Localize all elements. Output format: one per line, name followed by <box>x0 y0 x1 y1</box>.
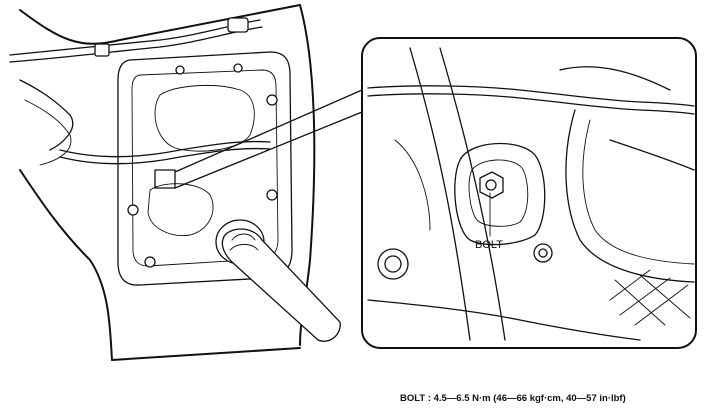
nut-icon <box>533 243 553 263</box>
clip-fastener-icon <box>377 248 409 280</box>
bolt-location-marker <box>154 169 176 189</box>
hatch-lines <box>609 269 691 326</box>
harness-clip <box>227 17 249 33</box>
bolt-label: BOLT <box>475 239 503 251</box>
harness-clip <box>94 43 110 57</box>
detail-frame <box>361 37 697 349</box>
wrench-tool <box>215 219 341 342</box>
door-overview <box>9 4 341 361</box>
detail-callout: BOLT <box>361 37 697 349</box>
torque-spec: BOLT : 4.5—6.5 N·m (46—66 kgf·cm, 40—57 … <box>400 393 626 404</box>
callout-leader <box>174 111 363 189</box>
bolt-icon <box>479 171 504 199</box>
callout-leader <box>174 89 363 173</box>
